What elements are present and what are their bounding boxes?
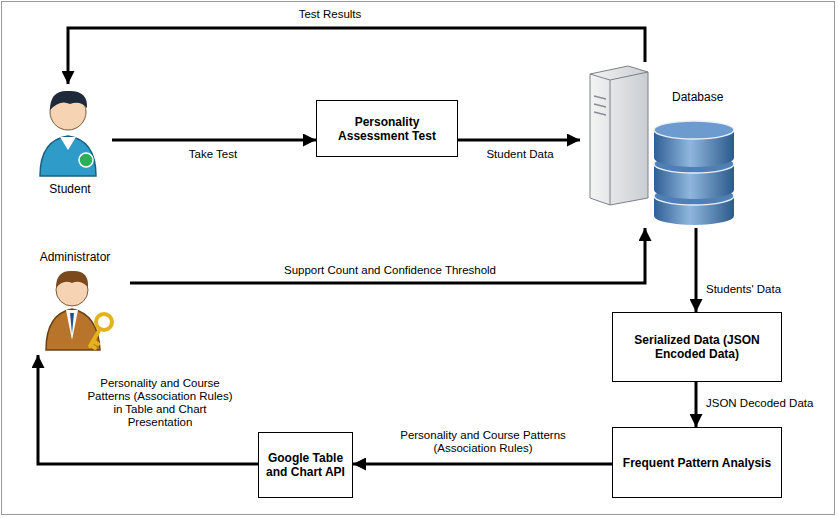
flow-label: Personality and Course Patterns (Associa…	[376, 429, 591, 455]
student-hair	[50, 91, 87, 110]
admin-tie	[70, 313, 74, 334]
box-label: Frequent Pattern Analysis	[623, 456, 771, 470]
key-symbol	[90, 314, 112, 348]
flow-arrow	[38, 355, 258, 464]
flow-arrow	[695, 382, 698, 427]
database-icon	[590, 66, 734, 225]
flow-arrow	[130, 228, 645, 283]
process-box: Personality Assessment Test	[316, 100, 458, 157]
student-icon	[40, 91, 96, 176]
flow-arrow	[695, 228, 698, 312]
flow-label: Test Results	[297, 8, 364, 21]
admin-hair	[56, 271, 88, 288]
flow-label: Support Count and Confidence Threshold	[282, 264, 498, 277]
flow-arrow	[68, 28, 645, 84]
actor-label: Student	[49, 182, 90, 196]
actor-label: Administrator	[40, 250, 111, 264]
process-box: Google Table and Chart API	[258, 432, 353, 498]
process-box: Frequent Pattern Analysis	[612, 427, 782, 498]
admin-body	[46, 309, 100, 350]
flow-label: Take Test	[187, 148, 239, 161]
flow-arrow	[353, 463, 612, 466]
student-body	[40, 136, 96, 176]
process-box: Serialized Data (JSON Encoded Data)	[612, 312, 782, 382]
flow-label: Students' Data	[704, 283, 783, 296]
database-store: Database	[580, 62, 745, 228]
server-case	[590, 66, 648, 205]
student-badge	[79, 153, 93, 167]
box-label: Personality Assessment Test	[322, 115, 452, 143]
box-label: Serialized Data (JSON Encoded Data)	[618, 333, 776, 361]
administrator-icon	[46, 271, 112, 350]
student-actor: Student	[28, 84, 112, 196]
flow-label: Personality and Course Patterns (Associa…	[85, 377, 235, 429]
administrator-actor: Administrator	[20, 250, 130, 355]
student-collar	[60, 137, 76, 150]
flow-label: JSON Decoded Data	[704, 397, 815, 410]
actor-label: Database	[672, 90, 723, 104]
flow-arrow	[458, 139, 580, 142]
database-cylinder	[654, 121, 734, 225]
admin-shirt	[66, 310, 78, 340]
flow-arrow	[112, 139, 316, 142]
box-label: Google Table and Chart API	[264, 451, 347, 479]
flow-label: Student Data	[484, 148, 555, 161]
